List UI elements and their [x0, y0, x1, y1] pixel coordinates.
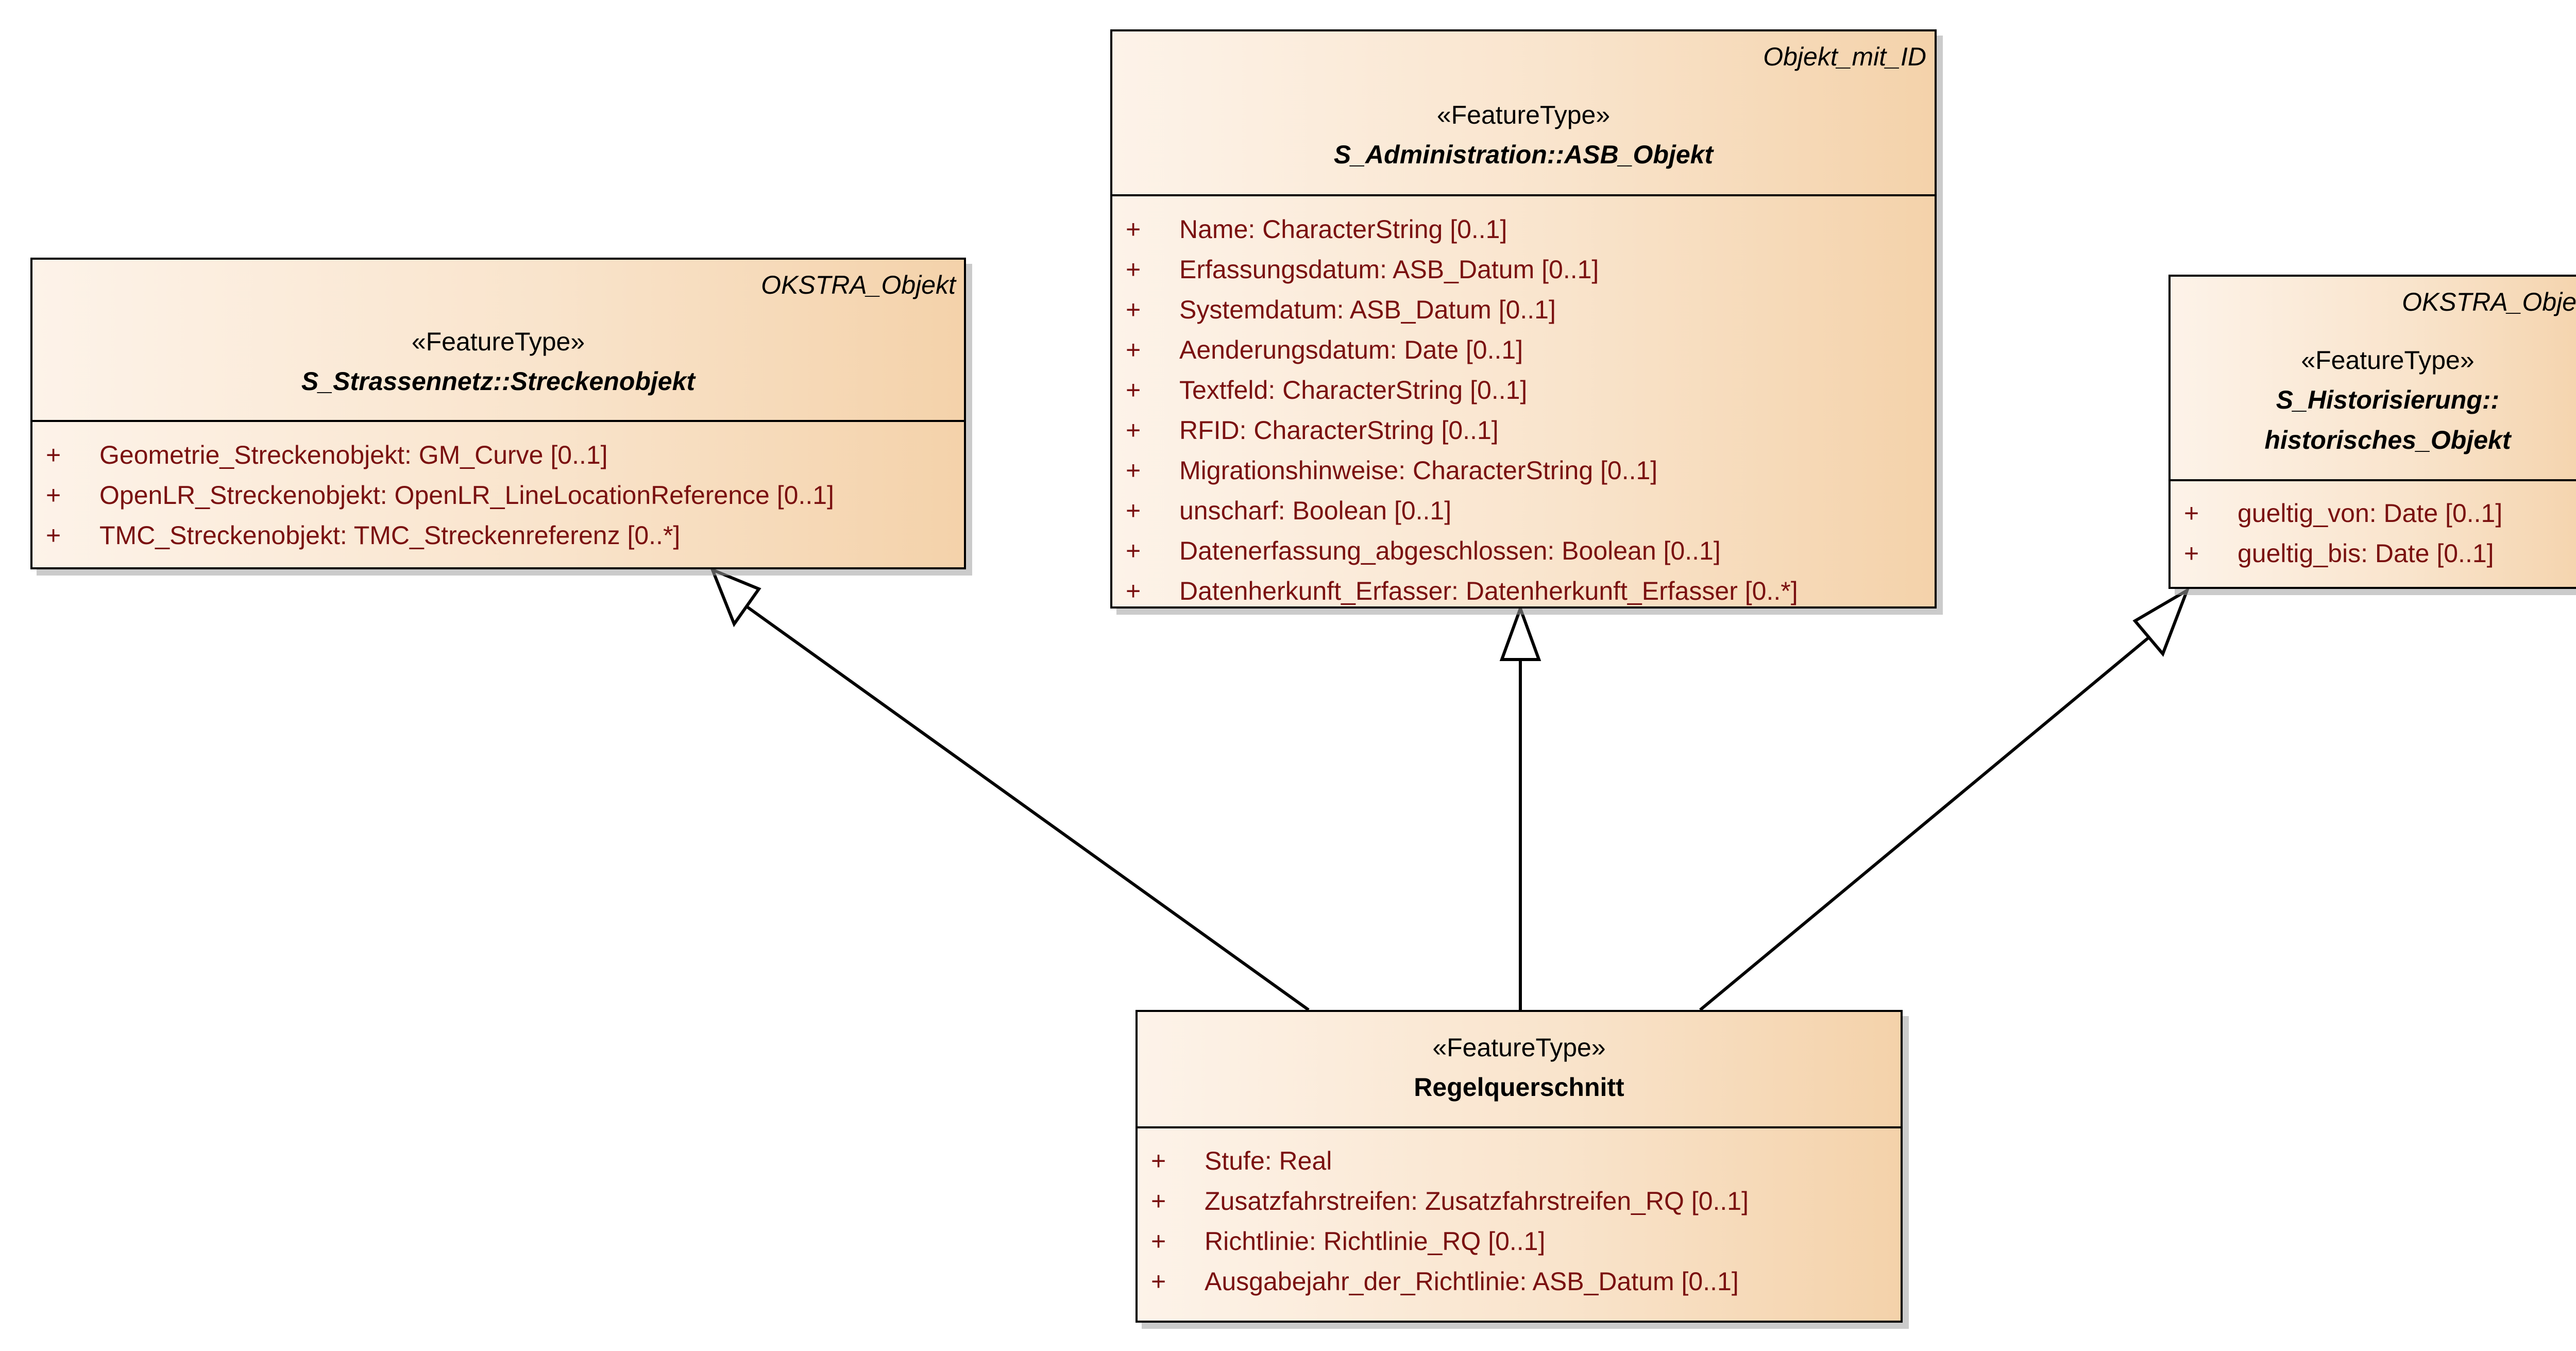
class-regelquerschnitt[interactable]: «FeatureType» Regelquerschnitt + Stufe: … [1136, 1010, 1903, 1323]
stereotype-label: «FeatureType» [1436, 100, 1611, 129]
visibility-marker: + [1126, 496, 1141, 525]
class-historisches-objekt[interactable]: OKSTRA_Objekt «FeatureType» S_Historisie… [2168, 275, 2576, 589]
visibility-marker: + [1126, 255, 1141, 284]
attribute-text: TMC_Streckenobjekt: TMC_Streckenreferenz… [99, 521, 681, 550]
attribute-text: Migrationshinweise: CharacterString [0..… [1179, 456, 1658, 485]
attribute-text: Richtlinie: Richtlinie_RQ [0..1] [1205, 1227, 1546, 1256]
attribute-list: + gueltig_von: Date [0..1] + gueltig_bis… [2171, 493, 2576, 573]
visibility-marker: + [2184, 499, 2199, 528]
class-name: S_Strassennetz::Streckenobjekt [301, 367, 696, 396]
visibility-marker: + [46, 441, 61, 469]
stereotype-label: «FeatureType» [2301, 346, 2475, 375]
attribute-row[interactable]: + Datenherkunft_Erfasser: Datenherkunft_… [1112, 571, 1935, 611]
visibility-marker: + [1126, 577, 1141, 605]
attribute-row[interactable]: + Ausgabejahr_der_Richtlinie: ASB_Datum … [1138, 1261, 1901, 1302]
visibility-marker: + [1151, 1267, 1166, 1296]
parent-tag: OKSTRA_Objekt [2402, 288, 2576, 316]
attribute-text: Name: CharacterString [0..1] [1179, 215, 1507, 244]
attribute-text: Datenherkunft_Erfasser: Datenherkunft_Er… [1179, 577, 1798, 605]
attribute-text: Textfeld: CharacterString [0..1] [1179, 376, 1528, 404]
attribute-text: gueltig_bis: Date [0..1] [2238, 539, 2494, 568]
attribute-text: Stufe: Real [1205, 1146, 1332, 1175]
attribute-text: Ausgabejahr_der_Richtlinie: ASB_Datum [0… [1205, 1267, 1739, 1296]
attribute-text: Datenerfassung_abgeschlossen: Boolean [0… [1179, 536, 1721, 565]
attribute-list: + Name: CharacterString [0..1] + Erfassu… [1112, 209, 1935, 611]
attribute-row[interactable]: + Name: CharacterString [0..1] [1112, 209, 1935, 249]
generalization-arrowhead-streckenobjekt [709, 567, 761, 628]
attribute-text: unscharf: Boolean [0..1] [1179, 496, 1452, 525]
attribute-row[interactable]: + RFID: CharacterString [0..1] [1112, 410, 1935, 450]
visibility-marker: + [1151, 1227, 1166, 1256]
attribute-row[interactable]: + Zusatzfahrstreifen: Zusatzfahrstreifen… [1138, 1181, 1901, 1221]
attribute-row[interactable]: + gueltig_von: Date [0..1] [2171, 493, 2576, 533]
attribute-row[interactable]: + unscharf: Boolean [0..1] [1112, 491, 1935, 531]
attribute-row[interactable]: + Systemdatum: ASB_Datum [0..1] [1112, 290, 1935, 330]
visibility-marker: + [1126, 416, 1141, 445]
visibility-marker: + [1126, 456, 1141, 485]
compartment-divider [1112, 194, 1935, 196]
stereotype-label: «FeatureType» [1432, 1033, 1606, 1062]
class-name-line-1: S_Historisierung:: [2276, 385, 2500, 414]
attribute-text: RFID: CharacterString [0..1] [1179, 416, 1499, 445]
visibility-marker: + [1126, 536, 1141, 565]
visibility-marker: + [46, 521, 61, 550]
visibility-marker: + [1126, 295, 1141, 324]
attribute-row[interactable]: + Aenderungsdatum: Date [0..1] [1112, 330, 1935, 370]
visibility-marker: + [1126, 215, 1141, 244]
class-streckenobjekt[interactable]: OKSTRA_Objekt «FeatureType» S_Strassenne… [30, 258, 966, 569]
compartment-divider [32, 420, 964, 422]
attribute-row[interactable]: + Erfassungsdatum: ASB_Datum [0..1] [1112, 249, 1935, 290]
class-name: S_Administration::ASB_Objekt [1333, 140, 1714, 169]
visibility-marker: + [46, 481, 61, 510]
attribute-row[interactable]: + OpenLR_Streckenobjekt: OpenLR_LineLoca… [32, 475, 964, 515]
attribute-row[interactable]: + TMC_Streckenobjekt: TMC_Streckenrefere… [32, 515, 964, 555]
attribute-row[interactable]: + Geometrie_Streckenobjekt: GM_Curve [0.… [32, 435, 964, 475]
attribute-row[interactable]: + Migrationshinweise: CharacterString [0… [1112, 450, 1935, 491]
class-name: Regelquerschnitt [1414, 1073, 1624, 1102]
class-asb-objekt[interactable]: Objekt_mit_ID «FeatureType» S_Administra… [1110, 29, 1937, 609]
generalization-arrowhead-historisches-objekt [2132, 587, 2190, 657]
visibility-marker: + [1126, 335, 1141, 364]
parent-tag: OKSTRA_Objekt [761, 271, 956, 299]
visibility-marker: + [1151, 1146, 1166, 1175]
compartment-divider [2171, 479, 2576, 481]
generalization-line-streckenobjekt[interactable] [745, 605, 1310, 1011]
attribute-row[interactable]: + gueltig_bis: Date [0..1] [2171, 533, 2576, 573]
attribute-list: + Geometrie_Streckenobjekt: GM_Curve [0.… [32, 435, 964, 555]
attribute-row[interactable]: + Richtlinie: Richtlinie_RQ [0..1] [1138, 1221, 1901, 1261]
attribute-text: Geometrie_Streckenobjekt: GM_Curve [0..1… [99, 441, 608, 469]
attribute-text: gueltig_von: Date [0..1] [2238, 499, 2503, 528]
attribute-text: OpenLR_Streckenobjekt: OpenLR_LineLocati… [99, 481, 834, 510]
attribute-text: Systemdatum: ASB_Datum [0..1] [1179, 295, 1556, 324]
parent-tag: Objekt_mit_ID [1763, 42, 1926, 71]
visibility-marker: + [1126, 376, 1141, 404]
attribute-text: Zusatzfahrstreifen: Zusatzfahrstreifen_R… [1205, 1187, 1749, 1215]
attribute-row[interactable]: + Textfeld: CharacterString [0..1] [1112, 370, 1935, 410]
attribute-row[interactable]: + Stufe: Real [1138, 1141, 1901, 1181]
generalization-line-historisches-objekt[interactable] [1699, 636, 2150, 1011]
generalization-arrowhead-asb-objekt [1499, 604, 1541, 661]
attribute-list: + Stufe: Real + Zusatzfahrstreifen: Zusa… [1138, 1141, 1901, 1302]
visibility-marker: + [2184, 539, 2199, 568]
compartment-divider [1138, 1126, 1901, 1128]
class-name-line-2: historisches_Objekt [2264, 426, 2511, 454]
attribute-row[interactable]: + Datenerfassung_abgeschlossen: Boolean … [1112, 531, 1935, 571]
stereotype-label: «FeatureType» [411, 327, 585, 356]
attribute-text: Erfassungsdatum: ASB_Datum [0..1] [1179, 255, 1599, 284]
visibility-marker: + [1151, 1187, 1166, 1215]
attribute-text: Aenderungsdatum: Date [0..1] [1179, 335, 1523, 364]
